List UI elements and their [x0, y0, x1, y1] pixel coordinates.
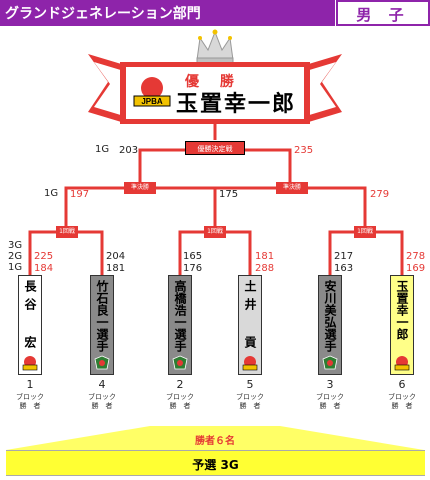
final-tag: 優勝決定戦: [185, 141, 245, 155]
jpba-logo: JPBA: [133, 77, 171, 107]
player-box-3: 高橋浩一選手: [168, 275, 192, 375]
pair1-right-score-2: 181: [106, 263, 126, 274]
semi-tag-left: 準決勝: [124, 182, 156, 194]
champion-name: 玉置幸一郎: [176, 92, 297, 117]
semi-left-score: 197: [70, 189, 90, 200]
seed-number: 6: [398, 378, 406, 391]
pair3-right-score-2: 169: [406, 263, 426, 274]
player-name: 長谷 宏: [23, 280, 37, 354]
seed-number: 2: [176, 378, 184, 391]
champion-label: 優 勝: [185, 74, 242, 90]
player-box-5: 安川美弘選手: [318, 275, 342, 375]
pair2-right-score-2: 288: [255, 263, 275, 274]
round1-tag-3: 1回戦: [354, 226, 376, 238]
winners-fan: [6, 426, 424, 450]
final-right-score: 235: [294, 145, 314, 156]
pair1-right-score-1: 204: [106, 251, 126, 262]
round1-game-label-3g: 3G: [8, 240, 23, 251]
bracket-lines: [28, 124, 404, 275]
semi-right-score: 279: [370, 189, 390, 200]
block-label: ブロック勝 者: [388, 393, 416, 410]
pair3-right-score-1: 278: [406, 251, 426, 262]
player-box-2: 竹石良一選手: [90, 275, 114, 375]
prelim-label: 予選 3G: [192, 458, 239, 472]
block-label: ブロック勝 者: [316, 393, 344, 410]
seed-number: 1: [26, 378, 34, 391]
pair2-left-score-2: 176: [183, 263, 203, 274]
round1-game-label-1g: 1G: [8, 262, 23, 273]
seed-number: 5: [246, 378, 254, 391]
prelim-banner: 予選 3G: [6, 450, 425, 476]
division-title: グランドジェネレーション部門: [5, 6, 201, 22]
block-label: ブロック勝 者: [88, 393, 116, 410]
round1-tag-1: 1回戦: [56, 226, 78, 238]
seed-number: 4: [98, 378, 106, 391]
pair3-left-score-2: 163: [334, 263, 354, 274]
pair2-right-score-1: 181: [255, 251, 275, 262]
jpba-badge-icon: [394, 356, 410, 371]
winners-count-label: 勝者６名: [195, 436, 235, 447]
header-bar: グランドジェネレーション部門: [0, 0, 335, 26]
player-name: 土井 貢: [243, 280, 257, 354]
semi-tag-right: 準決勝: [276, 182, 308, 194]
pair1-left-score-2: 184: [34, 263, 54, 274]
gender-box: 男 子: [336, 0, 430, 26]
emblem-badge-icon: [172, 355, 188, 370]
player-box-6: 玉置幸一郎: [390, 275, 414, 375]
pair2-left-score-1: 165: [183, 251, 203, 262]
seed-number: 3: [326, 378, 334, 391]
block-label: ブロック勝 者: [166, 393, 194, 410]
pair3-left-score-1: 217: [334, 251, 354, 262]
player-name: 玉置幸一郎: [395, 280, 409, 340]
player-box-1: 長谷 宏: [18, 275, 42, 375]
jpba-badge-icon: [22, 356, 38, 371]
gender-label: 男 子: [356, 6, 410, 24]
semi-game-label: 1G: [44, 188, 59, 199]
emblem-badge-icon: [322, 355, 338, 370]
player-name: 安川美弘選手: [323, 280, 337, 352]
player-name: 竹石良一選手: [95, 280, 109, 352]
round1-game-label-2g: 2G: [8, 251, 23, 262]
final-left-score: 203: [119, 145, 139, 156]
emblem-badge-icon: [94, 355, 110, 370]
player-box-4: 土井 貢: [238, 275, 262, 375]
final-game-label: 1G: [95, 144, 110, 155]
svg-text:JPBA: JPBA: [141, 97, 163, 106]
semi-center-score: 175: [219, 189, 239, 200]
pair1-left-score-1: 225: [34, 251, 54, 262]
jpba-badge-icon: [242, 356, 258, 371]
block-label: ブロック勝 者: [16, 393, 44, 410]
player-name: 高橋浩一選手: [173, 280, 187, 352]
crown-icon: [196, 29, 234, 64]
champion-ribbon: [88, 54, 342, 124]
round1-tag-2: 1回戦: [204, 226, 226, 238]
block-label: ブロック勝 者: [236, 393, 264, 410]
